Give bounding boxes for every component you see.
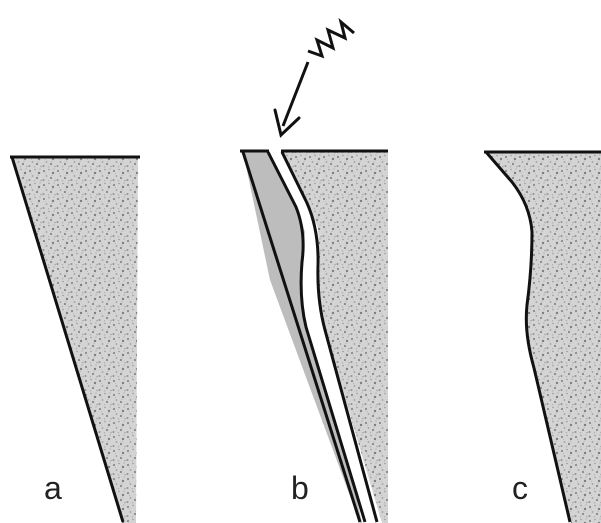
panel-label-b: b [291, 472, 309, 504]
panel-a [10, 157, 140, 523]
panel-label-a: a [44, 472, 62, 504]
energy-symbol [275, 22, 354, 135]
panel-label-c: c [512, 472, 528, 504]
panel-b [240, 151, 388, 523]
panel-c [484, 152, 601, 523]
zigzag-wave-icon [308, 22, 354, 56]
arrow-shaft [283, 62, 308, 126]
rock-mass-c [486, 152, 601, 523]
rock-mass-a [12, 157, 138, 523]
